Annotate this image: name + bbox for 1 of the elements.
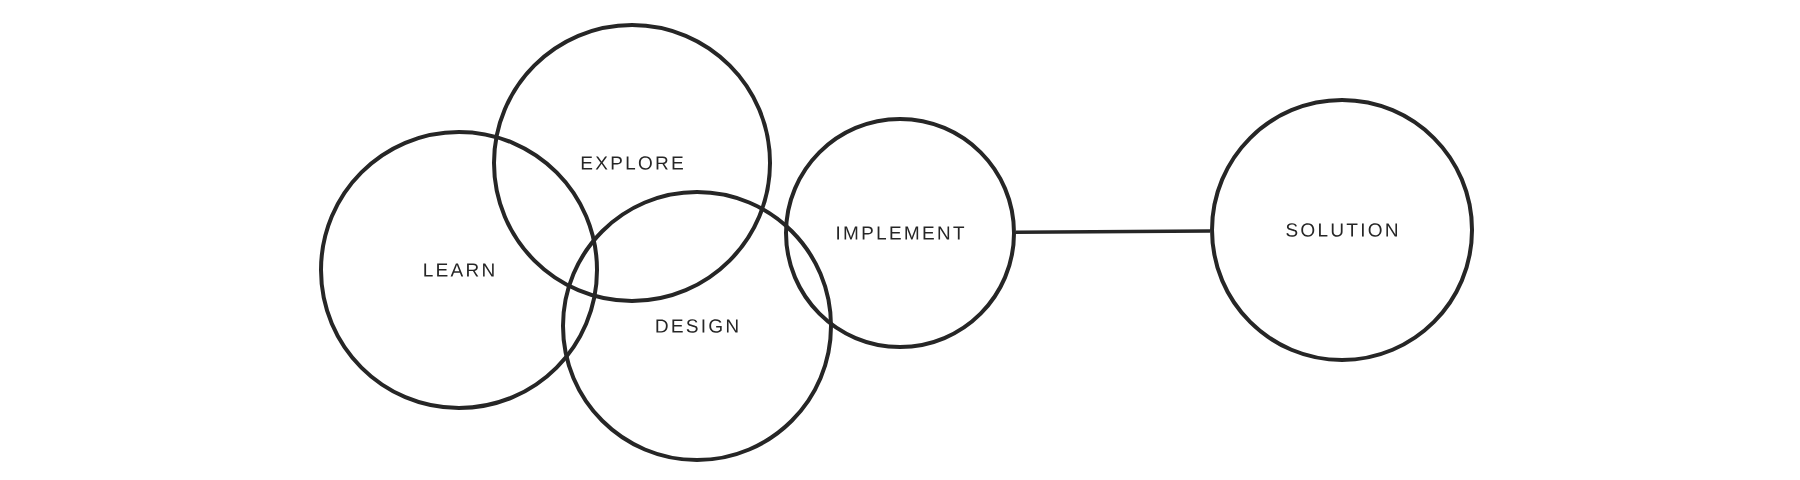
connector-line	[1016, 229, 1211, 234]
